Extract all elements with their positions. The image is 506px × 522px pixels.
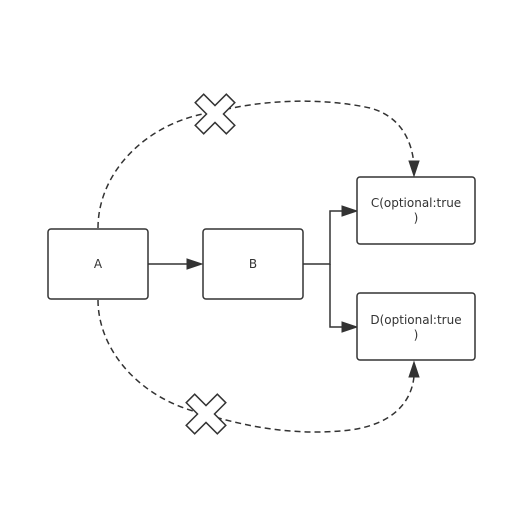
arrowhead-c-top — [408, 160, 420, 178]
arrowhead-c — [341, 205, 359, 217]
node-d: D(optional:true ) — [356, 292, 476, 361]
node-c-label-line1: C(optional:true — [371, 196, 461, 210]
node-c: C(optional:true ) — [356, 176, 476, 245]
node-b-label: B — [249, 257, 257, 271]
node-a: A — [47, 228, 149, 300]
edge-a-to-c-dashed — [97, 100, 415, 229]
arrowhead-b — [186, 258, 204, 270]
node-b: B — [202, 228, 304, 300]
node-d-label-line2: ) — [414, 328, 419, 342]
arrowhead-d — [341, 321, 359, 333]
arrowhead-d-bottom — [408, 360, 420, 378]
node-d-label-line1: D(optional:true — [370, 313, 461, 327]
node-a-label: A — [94, 257, 103, 271]
node-c-label-line2: ) — [414, 211, 419, 225]
edge-b-to-d — [329, 264, 345, 328]
cross-icon — [185, 393, 227, 435]
edge-b-to-c — [303, 210, 345, 265]
cross-icon — [194, 93, 236, 135]
